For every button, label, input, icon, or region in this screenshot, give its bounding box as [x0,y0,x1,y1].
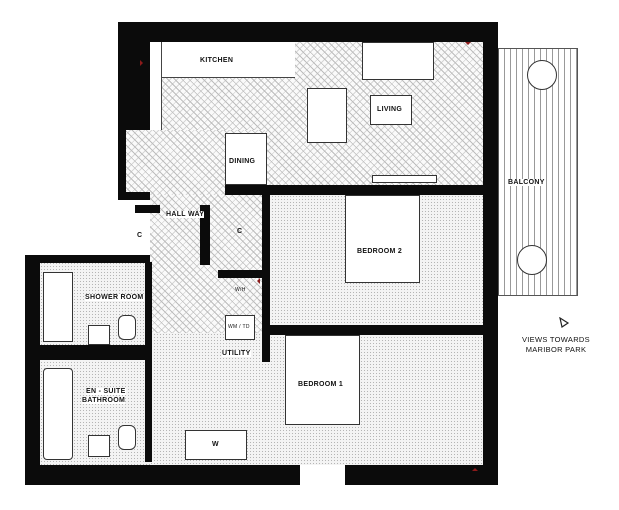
dining-label: DINING [229,158,256,165]
wardrobe [185,430,247,460]
water-heater-label: W/H [235,287,246,293]
door-marker [472,465,478,471]
toilet [118,425,136,450]
view-annotation: VIEWS TOWARDS MARIBOR PARK [522,335,590,355]
bedroom2-label: BEDROOM 2 [357,248,403,255]
wall [118,22,498,42]
toilet [118,315,136,340]
door-marker [140,60,146,66]
kitchen-counter [150,42,295,78]
wall [118,22,150,130]
wall [218,270,262,278]
door-marker [254,278,260,284]
balcony-plant [527,60,557,90]
wall [135,205,160,213]
washbasin [88,435,110,457]
tv-unit [372,175,437,183]
washer-dryer [225,315,255,340]
wall [265,325,485,335]
view-direction-triangle-icon [559,317,570,328]
wall [200,205,210,265]
wall [345,465,498,485]
kitchen-counter-side [150,42,162,130]
view-annotation-line2: MARIBOR PARK [525,345,587,354]
coffee-table [370,95,412,125]
wall [145,262,152,462]
ensuite-label: EN - SUITE [86,388,126,395]
washer-dryer-label: WM / TD [228,324,250,330]
washbasin [88,325,110,345]
view-annotation-line1: VIEWS TOWARDS [522,335,590,344]
bedroom2-floor [265,195,485,325]
cupboard-label: C [137,232,143,239]
balcony-label: BALCONY [508,179,545,186]
wall [483,330,498,485]
wall [483,22,498,332]
bathtub [43,368,73,460]
wall [25,465,300,485]
armchair [307,88,347,143]
sofa [362,42,434,80]
living-label: LIVING [377,106,403,113]
shower-room-label: SHOWER ROOM [85,294,144,301]
door-marker [465,42,471,48]
kitchen-label: KITCHEN [200,57,234,64]
bed [285,335,360,425]
wall [262,192,270,362]
wall [25,255,150,263]
wardrobe-label: W [212,441,219,448]
hallway-label: HALL WAY [166,211,205,218]
dining-table [225,133,267,185]
bed [345,195,420,283]
wall [25,255,40,485]
utility-label: UTILITY [222,350,251,357]
wall [118,192,150,200]
wall [118,130,126,198]
balcony-table [517,245,547,275]
wall [225,185,485,195]
shower-tray [43,272,73,342]
bedroom1-label: BEDROOM 1 [298,381,344,388]
cupboard-label: C [237,228,243,235]
ensuite-label: BATHROOM [82,397,126,404]
wall [40,345,150,360]
